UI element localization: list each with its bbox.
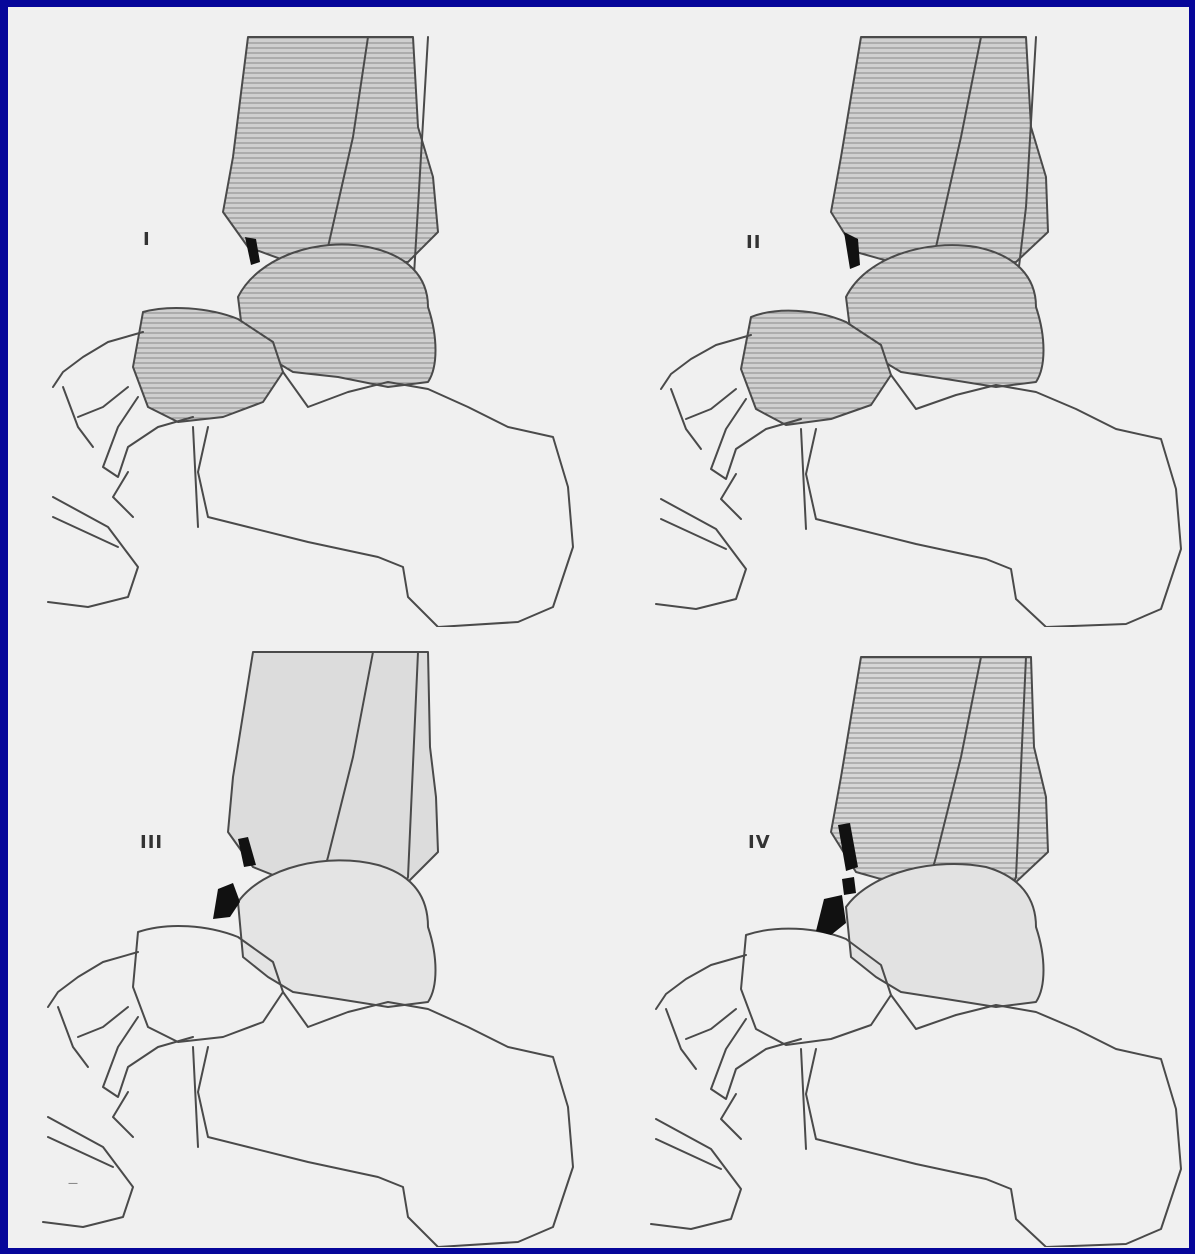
stage-label: III: [140, 832, 163, 853]
panel-stage-1: I: [8, 7, 598, 627]
panel-stage-3: III —: [8, 627, 598, 1247]
avulsion-fragment: [816, 895, 846, 935]
stage-label: II: [746, 232, 761, 253]
ankle-diagram: [8, 627, 598, 1247]
panel-stage-4: IV: [606, 627, 1189, 1247]
stage-label: IV: [748, 832, 771, 853]
ankle-diagram: [606, 627, 1189, 1247]
ankle-diagram: [8, 7, 598, 627]
avulsion-fragment: [842, 877, 856, 895]
ankle-diagram: [606, 7, 1189, 627]
panel-stage-2: II: [606, 7, 1189, 627]
scan-mark: —: [68, 1178, 78, 1189]
avulsion-fragment: [213, 883, 240, 919]
figure-frame: I: [8, 7, 1189, 1248]
stage-label: I: [143, 229, 151, 250]
